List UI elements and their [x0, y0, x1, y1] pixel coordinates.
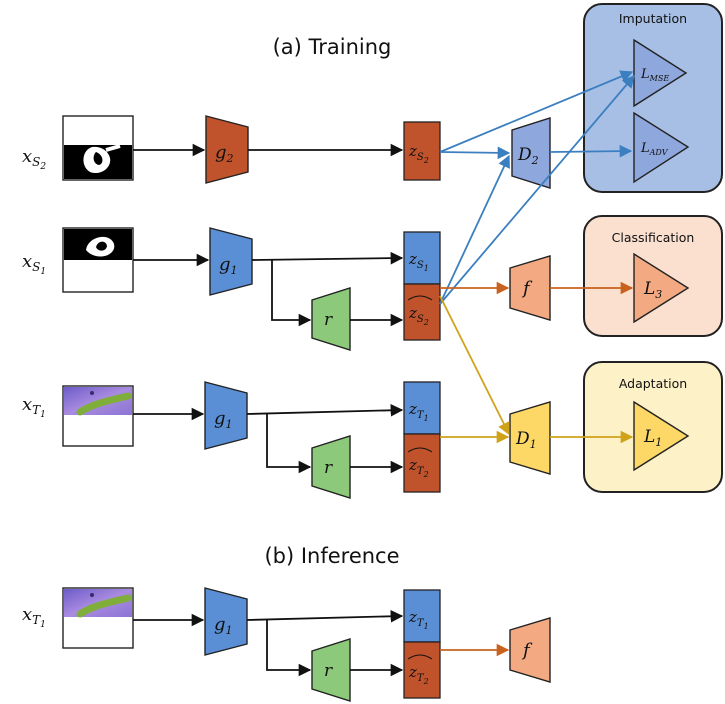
input-image-xs1	[62, 227, 134, 293]
classifier-f-inference: f	[509, 617, 551, 683]
classifier-f: f	[509, 255, 551, 321]
input-label-xt1: xT1	[22, 394, 46, 420]
input-label-xs1: xS1	[22, 251, 46, 277]
encoder-g1-source: g1	[209, 227, 253, 296]
adaptation-label: Adaptation	[619, 376, 687, 391]
svg-text:g1: g1	[214, 408, 233, 431]
input-label-xs2: xS2	[22, 146, 46, 172]
svg-text:zS2: zS2	[408, 304, 429, 327]
input-label-xt1-inference: xT1	[22, 604, 46, 630]
loss-mse-triangle: LMSE	[633, 38, 688, 108]
svg-text:r: r	[324, 661, 333, 681]
feature-zt1-zt2hat: zT1 zT2	[403, 381, 441, 493]
svg-text:LADV: LADV	[640, 141, 669, 157]
loss-adv-sub: ADV	[649, 148, 669, 157]
loss-l1-sub: 1	[655, 436, 662, 449]
loss-l3-base: L	[643, 279, 655, 299]
svg-text:r: r	[324, 458, 333, 478]
encoder-g2: g2	[205, 115, 249, 184]
black-arrows	[133, 143, 404, 677]
loss-l3-triangle: L3	[633, 252, 690, 324]
loss-l1-base: L	[643, 427, 655, 447]
svg-text:D2: D2	[517, 145, 539, 167]
discriminator-d2: D2	[511, 117, 551, 189]
svg-text:D1: D1	[515, 429, 537, 451]
svg-text:zT2: zT2	[408, 456, 429, 479]
svg-text:L1: L1	[643, 427, 662, 449]
svg-text:L3: L3	[643, 279, 662, 301]
input-image-xt1	[62, 385, 134, 447]
svg-text:zT1: zT1	[408, 608, 429, 631]
encoder-g1-target: g1	[204, 381, 248, 450]
svg-text:LMSE: LMSE	[640, 67, 669, 83]
imputation-label: Imputation	[619, 11, 687, 26]
loss-mse-sub: MSE	[649, 74, 670, 83]
svg-text:zS1: zS1	[408, 250, 429, 273]
loss-l3-sub: 3	[655, 288, 662, 301]
loss-adv-triangle: LADV	[633, 111, 690, 184]
loss-l1-triangle: L1	[633, 400, 690, 472]
feature-zt1-zt2hat-inference: zT1 zT2	[403, 589, 441, 699]
svg-text:r: r	[324, 310, 333, 330]
loss-adv-base: L	[640, 141, 650, 156]
svg-text:zS2: zS2	[408, 142, 429, 165]
svg-text:g1: g1	[219, 254, 238, 277]
feature-zs1-zs2hat: zS1 zS2	[403, 231, 441, 341]
imputation-box: Imputation	[583, 3, 723, 193]
encoder-g1-inference: g1	[204, 587, 248, 656]
training-title: (a) Training	[273, 35, 392, 59]
svg-text:zT2: zT2	[408, 663, 429, 686]
orange-arrows	[440, 281, 634, 657]
input-image-xs2	[62, 115, 134, 181]
loss-mse-base: L	[640, 67, 650, 82]
svg-text:zT1: zT1	[408, 400, 429, 423]
feature-zs2: zS2	[403, 121, 441, 181]
generator-r-inference: r	[311, 638, 351, 702]
generator-r-target: r	[311, 435, 351, 499]
inference-title: (b) Inference	[264, 544, 399, 568]
discriminator-d1: D1	[509, 401, 551, 475]
svg-text:g1: g1	[214, 614, 233, 637]
gold-arrows	[439, 295, 634, 444]
input-image-xt1-inference	[62, 587, 134, 649]
classification-label: Classification	[612, 230, 695, 245]
generator-r-source: r	[311, 287, 351, 351]
svg-text:g2: g2	[215, 142, 234, 165]
blue-arrows	[439, 70, 635, 305]
